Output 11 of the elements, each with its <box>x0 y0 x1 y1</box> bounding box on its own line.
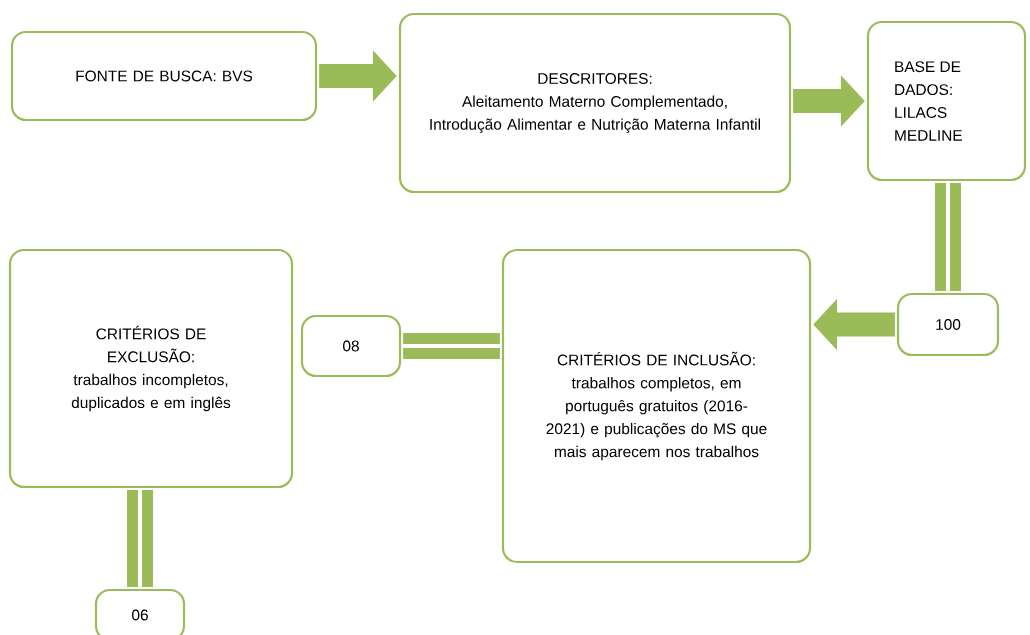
process-box: FONTE DE BUSCA: BVS <box>10 30 318 122</box>
process-box: 100 <box>896 292 1000 357</box>
double-bar-connector <box>403 333 500 359</box>
double-bar-connector <box>127 490 153 587</box>
process-box: 06 <box>94 588 186 635</box>
double-bar-connector <box>935 183 961 291</box>
process-box: CRITÉRIOS DE INCLUSÃO: trabalhos completos, em português gratuitos (2016-2021) e publicações do MS que mais aparecem nos trabalhos <box>501 248 812 564</box>
process-box: BASE DE DADOS: LILACS MEDLINE <box>866 20 1027 182</box>
process-box: DESCRITORES: Aleitamento Materno Complementado, Introdução Alimentar e Nutrição Materna Infantil <box>398 12 792 194</box>
process-box: 08 <box>300 314 402 378</box>
process-box: CRITÉRIOS DE EXCLUSÃO: trabalhos incompletos, duplicados e em inglês <box>8 248 294 489</box>
